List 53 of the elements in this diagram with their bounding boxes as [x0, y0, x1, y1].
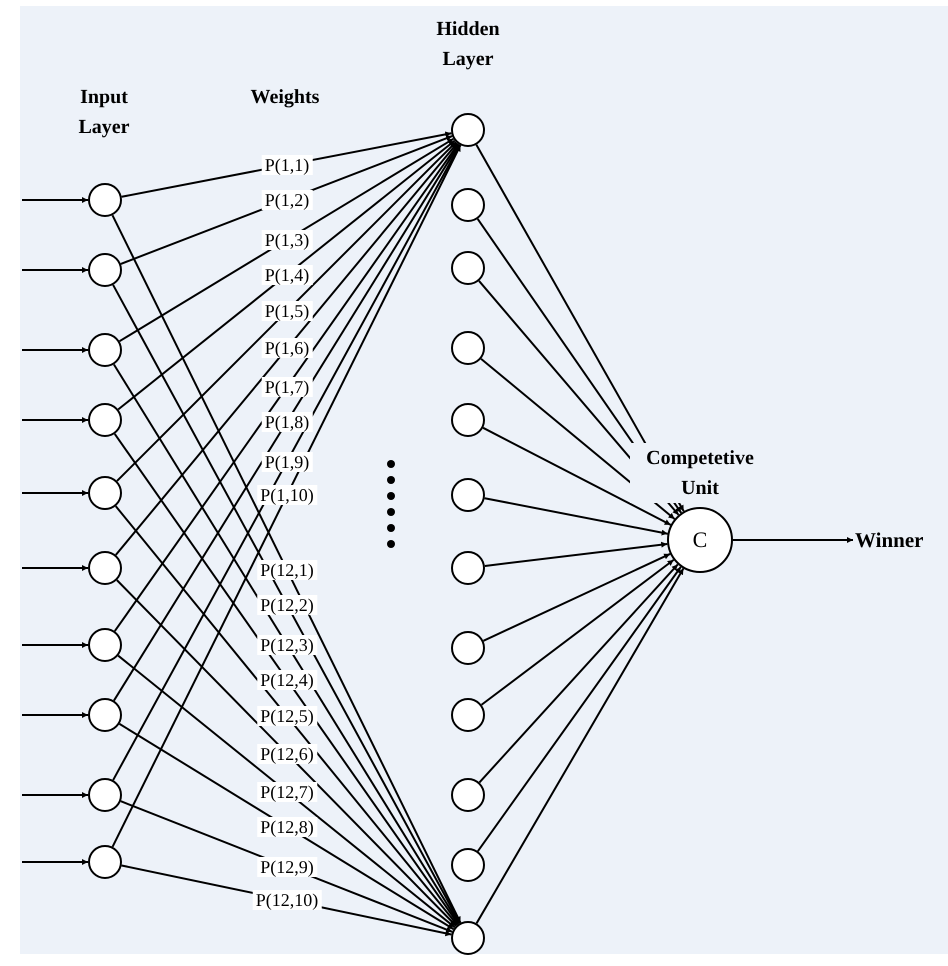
arrow: [22, 417, 88, 423]
node-label: C: [692, 527, 708, 553]
arrow: [480, 559, 674, 706]
weight-label: P(1,4): [262, 264, 312, 285]
weight-label: P(1,7): [262, 376, 312, 397]
arrow: [482, 553, 670, 642]
weight-label: P(12,4): [257, 670, 317, 690]
weight-label: P(1,1): [262, 154, 312, 175]
arrow: [476, 568, 684, 924]
arrow: [477, 566, 682, 852]
weight-label: P(12,6): [257, 744, 317, 764]
weight-label: P(12,5): [257, 706, 317, 726]
arrow: [114, 506, 458, 926]
arrow: [119, 138, 454, 342]
arrow: [22, 712, 88, 718]
arrow: [480, 358, 676, 520]
weight-label: P(12,3): [257, 634, 317, 655]
arrow: [116, 579, 457, 927]
layer-heading: Hidden Layer: [435, 17, 501, 72]
arrow: [484, 497, 668, 536]
weight-label: P(1,9): [262, 452, 312, 472]
weight-label: P(1,8): [262, 412, 312, 432]
arrow: [118, 723, 454, 930]
weight-label: P(1,5): [262, 301, 312, 321]
weight-label: P(12,2): [257, 594, 317, 615]
weight-label: P(1,6): [262, 338, 312, 358]
layer-heading: Weights: [250, 85, 320, 110]
weight-label: P(12,1): [257, 560, 317, 580]
weight-label: P(1,3): [262, 230, 312, 250]
arrow: [118, 140, 456, 410]
arrow: [478, 564, 679, 784]
arrow: [22, 347, 88, 353]
weight-label: P(12,9): [257, 856, 317, 877]
arrow: [116, 141, 457, 482]
weight-label: P(12,8): [257, 816, 317, 837]
arrow: [22, 490, 88, 496]
arrow: [22, 792, 88, 798]
weight-label: P(12,10): [252, 890, 322, 910]
output-label: Winner: [855, 527, 924, 553]
arrow: [115, 142, 458, 556]
arrow: [22, 197, 88, 203]
arrow: [22, 267, 88, 273]
arrow: [22, 642, 88, 648]
weight-label: P(12,7): [257, 782, 317, 802]
weight-label: P(1,10): [257, 484, 317, 505]
weight-label: P(1,2): [262, 190, 312, 210]
layer-heading: Input Layer: [77, 85, 131, 140]
arrow: [22, 859, 88, 865]
arrow: [484, 542, 668, 567]
arrow: [22, 565, 88, 571]
arrow: [118, 654, 456, 928]
arrow: [733, 537, 853, 543]
arrow: [482, 426, 672, 526]
